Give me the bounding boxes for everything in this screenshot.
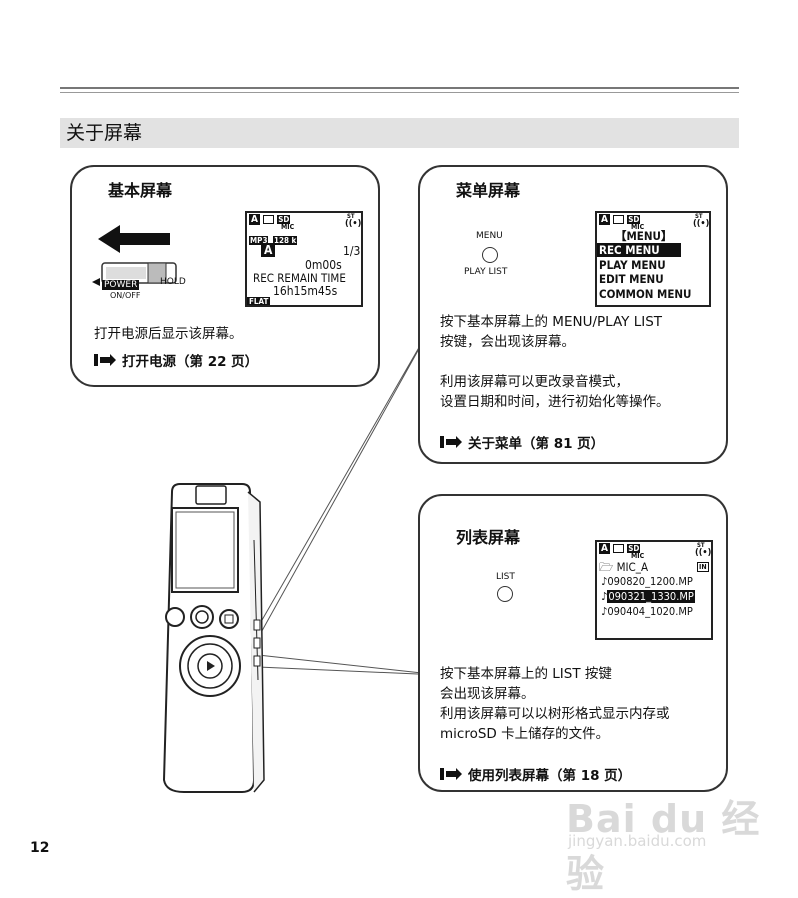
list-button-label: LIST bbox=[496, 572, 515, 582]
menu-desc-2: 按键，会出现该屏幕。 bbox=[440, 334, 575, 350]
section-title: 关于屏幕 bbox=[66, 122, 143, 144]
signal-icon: ((•)) bbox=[345, 219, 363, 229]
folder-badge: A bbox=[249, 214, 260, 225]
watermark-url: jingyan.baidu.com bbox=[568, 832, 707, 850]
mic-label: MIC bbox=[281, 223, 295, 231]
file-name: 090820_1200.MP bbox=[607, 575, 693, 588]
basic-screen-ref-text: 打开电源（第 22 页） bbox=[122, 354, 259, 370]
menu-button-label: MENU bbox=[476, 231, 503, 241]
reference-arrow-icon bbox=[94, 354, 116, 366]
page-number: 12 bbox=[30, 840, 50, 856]
basic-screen-ref[interactable]: 打开电源（第 22 页） bbox=[94, 350, 258, 370]
reference-arrow-icon bbox=[440, 436, 462, 448]
top-rule-thin bbox=[60, 92, 739, 93]
basic-screen-lcd: A SD MIC ST ((•)) MP3 128 k A 1/3 0m00s … bbox=[245, 211, 363, 307]
list-screen-title: 列表屏幕 bbox=[456, 528, 521, 547]
menu-header: 【MENU】 bbox=[615, 229, 673, 243]
menu-screen-ref-text: 关于菜单（第 81 页） bbox=[468, 436, 605, 452]
remain-value: 16h15m45s bbox=[273, 284, 338, 298]
file-count: 1/3 bbox=[343, 244, 361, 258]
top-rule bbox=[60, 87, 739, 89]
signal-icon: ((•)) bbox=[695, 548, 713, 558]
memory-badge: IN bbox=[697, 562, 709, 572]
menu-button[interactable] bbox=[482, 247, 498, 263]
stereo-label: ST bbox=[347, 213, 355, 220]
list-screen-ref[interactable]: 使用列表屏幕（第 18 页） bbox=[440, 764, 631, 784]
voice-recorder-illustration bbox=[162, 483, 265, 793]
onoff-label: ON/OFF bbox=[110, 291, 141, 300]
menu-item[interactable]: EDIT MENU bbox=[599, 272, 664, 286]
list-screen-ref-text: 使用列表屏幕（第 18 页） bbox=[468, 768, 632, 784]
folder-open-icon: 🗁 bbox=[599, 560, 614, 574]
sd-badge: SD bbox=[627, 215, 641, 224]
file-name: 090404_1020.MP bbox=[607, 605, 693, 618]
file-list-item[interactable]: ♪090321_1330.MP bbox=[601, 590, 695, 603]
music-note-icon: ♪ bbox=[601, 575, 608, 588]
stereo-label: ST bbox=[695, 213, 703, 220]
memory-icon bbox=[613, 214, 625, 224]
reference-arrow-icon bbox=[440, 768, 462, 780]
folder-row: 🗁 MIC_A bbox=[599, 560, 648, 579]
basic-screen-title: 基本屏幕 bbox=[108, 181, 173, 200]
menu-desc-4: 设置日期和时间，进行初始化等操作。 bbox=[440, 394, 670, 410]
music-note-icon: ♪ bbox=[601, 590, 608, 603]
folder-name: MIC_A bbox=[616, 560, 649, 574]
list-desc-4: microSD 卡上储存的文件。 bbox=[440, 726, 610, 742]
folder-indicator: A bbox=[261, 243, 276, 257]
playlist-button-label: PLAY LIST bbox=[464, 267, 508, 277]
bitrate-badge: 128 k bbox=[273, 236, 298, 245]
memory-icon bbox=[263, 214, 275, 224]
hold-label: HOLD bbox=[160, 277, 186, 287]
format-badge: MP3 bbox=[249, 236, 269, 245]
list-screen-panel: 列表屏幕 LIST A SD MIC ST ((•)) 🗁 MIC_A IN ♪… bbox=[418, 494, 728, 792]
remain-label: REC REMAIN TIME bbox=[253, 271, 346, 285]
basic-screen-panel: 基本屏幕 POWER HOLD ON/OFF A SD MIC ST ((•))… bbox=[70, 165, 380, 387]
sd-badge: SD bbox=[627, 544, 641, 553]
menu-screen-panel: 菜单屏幕 MENU PLAY LIST A SD MIC ST ((•)) 【M… bbox=[418, 165, 728, 464]
list-button[interactable] bbox=[497, 586, 513, 602]
menu-item[interactable]: COMMON MENU bbox=[599, 286, 692, 301]
list-desc-2: 会出现该屏幕。 bbox=[440, 686, 535, 702]
elapsed-time: 0m00s bbox=[305, 258, 342, 272]
stereo-label: ST bbox=[697, 542, 705, 549]
menu-desc-3: 利用该屏幕可以更改录音模式， bbox=[440, 374, 629, 390]
list-screen-lcd: A SD MIC ST ((•)) 🗁 MIC_A IN ♪090820_120… bbox=[595, 540, 713, 640]
eq-badge: FLAT bbox=[247, 297, 271, 306]
mic-label: MIC bbox=[631, 223, 645, 231]
file-name: 090321_1330.MP bbox=[607, 590, 695, 603]
signal-icon: ((•)) bbox=[693, 219, 711, 229]
file-list-item[interactable]: ♪090404_1020.MP bbox=[601, 605, 693, 618]
music-note-icon: ♪ bbox=[601, 605, 608, 618]
menu-item[interactable]: REC MENU bbox=[597, 243, 681, 257]
menu-item[interactable]: PLAY MENU bbox=[599, 257, 666, 272]
list-desc-3: 利用该屏幕可以以树形格式显示内存或 bbox=[440, 706, 670, 722]
menu-desc-1: 按下基本屏幕上的 MENU/PLAY LIST bbox=[440, 314, 663, 330]
section-header-bar bbox=[60, 118, 739, 148]
list-desc-1: 按下基本屏幕上的 LIST 按键 bbox=[440, 666, 612, 682]
file-list-item[interactable]: ♪090820_1200.MP bbox=[601, 575, 693, 588]
folder-badge: A bbox=[599, 543, 610, 554]
memory-icon bbox=[613, 543, 625, 553]
sd-badge: SD bbox=[277, 215, 291, 224]
mic-label: MIC bbox=[631, 552, 645, 560]
basic-screen-desc: 打开电源后显示该屏幕。 bbox=[94, 326, 243, 342]
menu-screen-title: 菜单屏幕 bbox=[456, 181, 521, 200]
power-label: POWER bbox=[102, 280, 140, 290]
menu-screen-ref[interactable]: 关于菜单（第 81 页） bbox=[440, 432, 604, 452]
folder-badge: A bbox=[599, 214, 610, 225]
